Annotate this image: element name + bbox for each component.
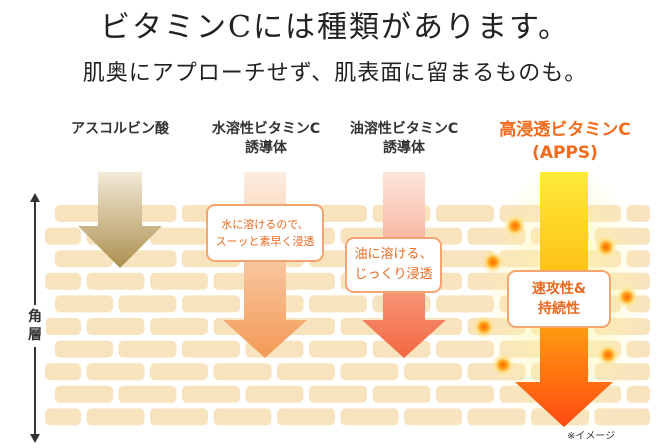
sparkle-dot [503,214,527,238]
sparkle-dot [491,353,515,377]
brick [309,295,367,313]
column-label-oil-soluble: 油溶性ビタミンC 誘導体 [334,120,474,158]
headline-line-1: ビタミンCには種類があります。 [100,10,570,45]
axis-arrow-up-icon [30,193,40,202]
ascorbic-acid-arrow [78,172,162,268]
callout-line: 油に溶ける、 [354,247,433,262]
brick [309,340,367,358]
brick [45,227,81,245]
brick [309,385,367,403]
column-label-line: (APPS) [532,143,598,163]
brick [45,318,81,335]
sparkle-dot [481,250,505,274]
brick [436,205,494,222]
brick [55,385,113,403]
brick [150,227,208,245]
column-label-ascorbic-acid: アスコルビン酸 [55,120,185,139]
axis-label-stratum-corneum: 角層 [24,305,46,347]
brick [86,318,145,335]
column-label-line: 水溶性ビタミンC [211,121,321,137]
brick [626,385,650,403]
brick [86,272,145,290]
sparkle-dot [594,235,618,259]
brick [55,250,113,268]
brick [118,295,177,313]
column-label-apps: 高浸透ビタミンC (APPS) [480,119,650,165]
axis-label-text: 角層 [28,309,42,343]
brick [118,340,177,358]
brick [277,363,335,381]
brick [182,340,240,358]
column-label-line: 誘導体 [245,140,287,156]
brick [404,408,462,426]
sparkle-dot [615,285,639,309]
brick [86,363,145,381]
brick [55,340,113,358]
callout-water-soluble: 水に溶けるので、 スーッと素早く浸透 [206,204,324,262]
brick [436,250,494,268]
brick [118,385,177,403]
brick [86,408,145,426]
brick [45,272,81,290]
brick [372,385,431,403]
brick [277,272,335,290]
callout-line: 水に溶けるので、 [221,218,309,231]
sparkle-dot [472,315,496,339]
brick [404,363,462,381]
brick [213,363,272,381]
brick [150,318,208,335]
column-label-line: 油溶性ビタミンC [349,121,459,137]
image-note: ※イメージ [567,431,616,442]
brick [436,295,494,313]
column-label-line: 誘導体 [383,140,425,156]
column-label-water-soluble: 水溶性ビタミンC 誘導体 [196,120,336,158]
column-label-line: 高浸透ビタミンC [499,120,631,140]
brick [182,295,240,313]
brick [467,408,526,426]
axis-arrow-down-icon [30,434,40,443]
brick [340,408,399,426]
brick [182,385,240,403]
sparkle-dot [596,343,620,367]
callout-line: スーッと素早く浸透 [215,235,315,248]
callout-line: じっくり浸透 [354,267,433,282]
callout-oil-soluble: 油に溶ける、 じっくり浸透 [345,237,442,293]
brick [150,408,208,426]
brick [213,408,272,426]
brick [340,363,399,381]
column-label-line: アスコルビン酸 [71,121,169,137]
brick [245,385,304,403]
brick [45,408,81,426]
brick [150,363,208,381]
callout-line: 速攻性& [531,281,587,297]
callout-line: 持続性 [538,301,580,317]
brick [45,363,81,381]
brick [55,295,113,313]
headline-line-2: 肌奥にアプローチせず、肌表面に留まるものも。 [82,61,588,86]
callout-apps: 速攻性& 持続性 [507,270,611,328]
brick [436,340,494,358]
brick [277,408,335,426]
sparkles [472,214,639,377]
brick [150,272,208,290]
brick [436,385,494,403]
